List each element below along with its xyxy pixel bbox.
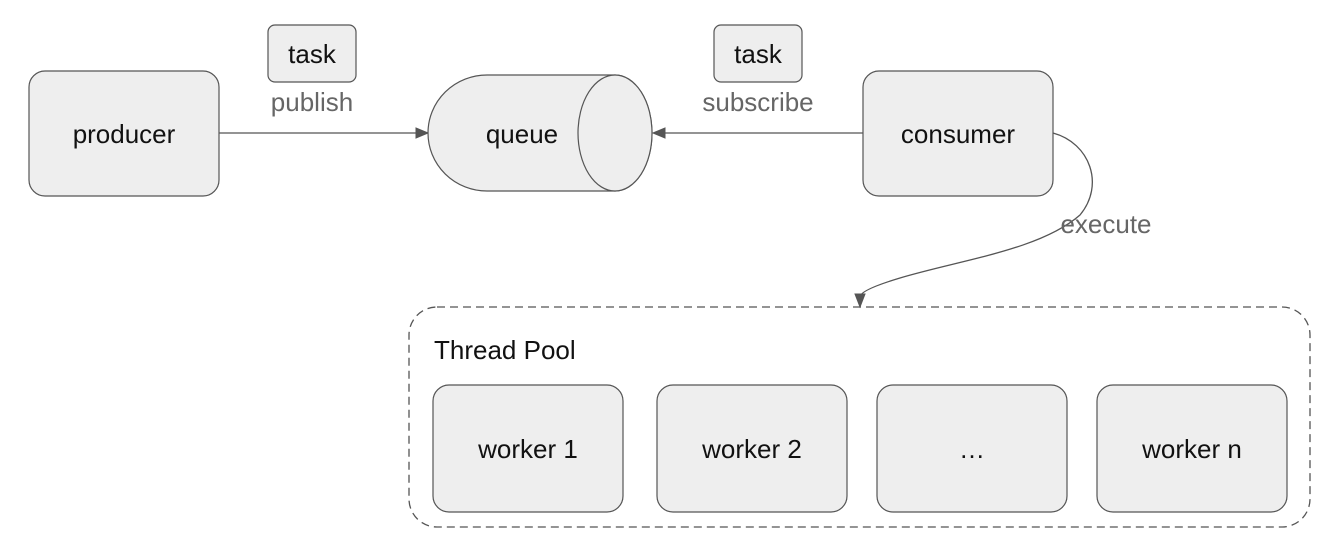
subscribe-task-node: task [713, 24, 803, 83]
worker-label-1: worker 1 [477, 434, 578, 464]
producer-node: producer [28, 70, 220, 197]
subscribe-arrow [651, 127, 863, 139]
worker-node-1: worker 1 [432, 384, 624, 513]
thread-pool-label: Thread Pool [434, 335, 576, 365]
thread-pool-group: Thread Pool [408, 306, 1311, 528]
queue-node: queue [427, 74, 653, 192]
producer-label: producer [73, 119, 176, 149]
publish-task-node: task [267, 24, 357, 83]
worker-node-n: worker n [1096, 384, 1288, 513]
worker-label-2: worker 2 [701, 434, 802, 464]
publish-task-label: task [288, 39, 337, 69]
execute-edge-label: execute [1060, 209, 1151, 239]
worker-node-ellipsis: … [876, 384, 1068, 513]
consumer-node: consumer [862, 70, 1054, 197]
worker-node-2: worker 2 [656, 384, 848, 513]
subscribe-edge-label: subscribe [702, 87, 813, 117]
queue-label: queue [486, 119, 558, 149]
execute-arrow [854, 132, 1093, 309]
publish-arrow [219, 127, 430, 139]
consumer-label: consumer [901, 119, 1015, 149]
subscribe-task-label: task [734, 39, 783, 69]
worker-label-ellipsis: … [959, 434, 985, 464]
worker-label-n: worker n [1141, 434, 1242, 464]
publish-edge-label: publish [271, 87, 353, 117]
